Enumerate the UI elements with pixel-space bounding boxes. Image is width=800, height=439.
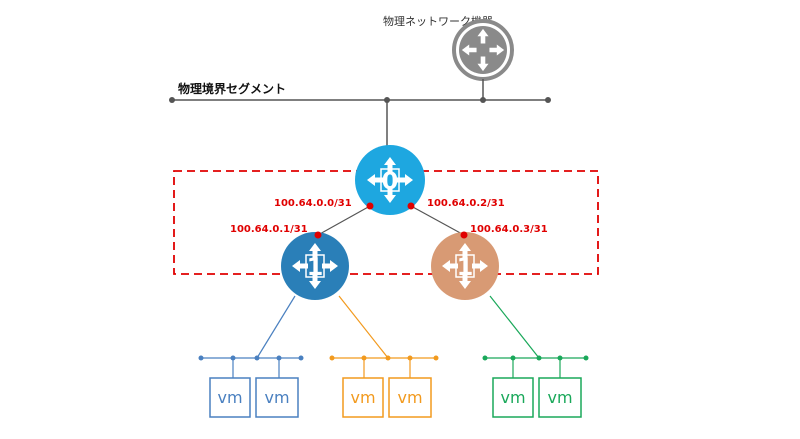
vm-label: vm [547,388,572,407]
vm-label: vm [350,388,375,407]
ip-t0-left: 100.64.0.0/31 [274,198,352,209]
ip-t1-left: 100.64.0.1/31 [230,224,308,235]
tier1-router-blue: 1 [281,232,349,300]
ip-t0-right: 100.64.0.2/31 [427,198,505,209]
tier0-label: 0 [382,167,399,195]
tier1-blue-label: 1 [307,253,324,281]
vm-box [255,377,299,418]
physical-network-device: 物理ネットワーク機器 [383,14,514,100]
vm-box [209,377,251,418]
ip-t1-right: 100.64.0.3/31 [470,224,548,235]
vm-label: vm [500,388,525,407]
vm-label: vm [264,388,289,407]
vm-box [538,377,582,418]
segment-label: 物理境界セグメント [178,81,286,96]
tier1-router-orange: 1 [431,232,499,300]
tier1-orange-label: 1 [457,253,474,281]
vm-box [492,377,534,418]
tier0-router: 0 [355,145,425,215]
vm-label: vm [217,388,242,407]
vm-group-blue: vm vm [198,355,304,418]
vm-box [342,377,384,418]
vm-group-green: vm vm [482,355,589,418]
vm-group-orange: vm vm [329,355,439,418]
vm-box [388,377,432,418]
physical-boundary-segment: 物理境界セグメント [169,81,551,148]
vm-label: vm [397,388,422,407]
